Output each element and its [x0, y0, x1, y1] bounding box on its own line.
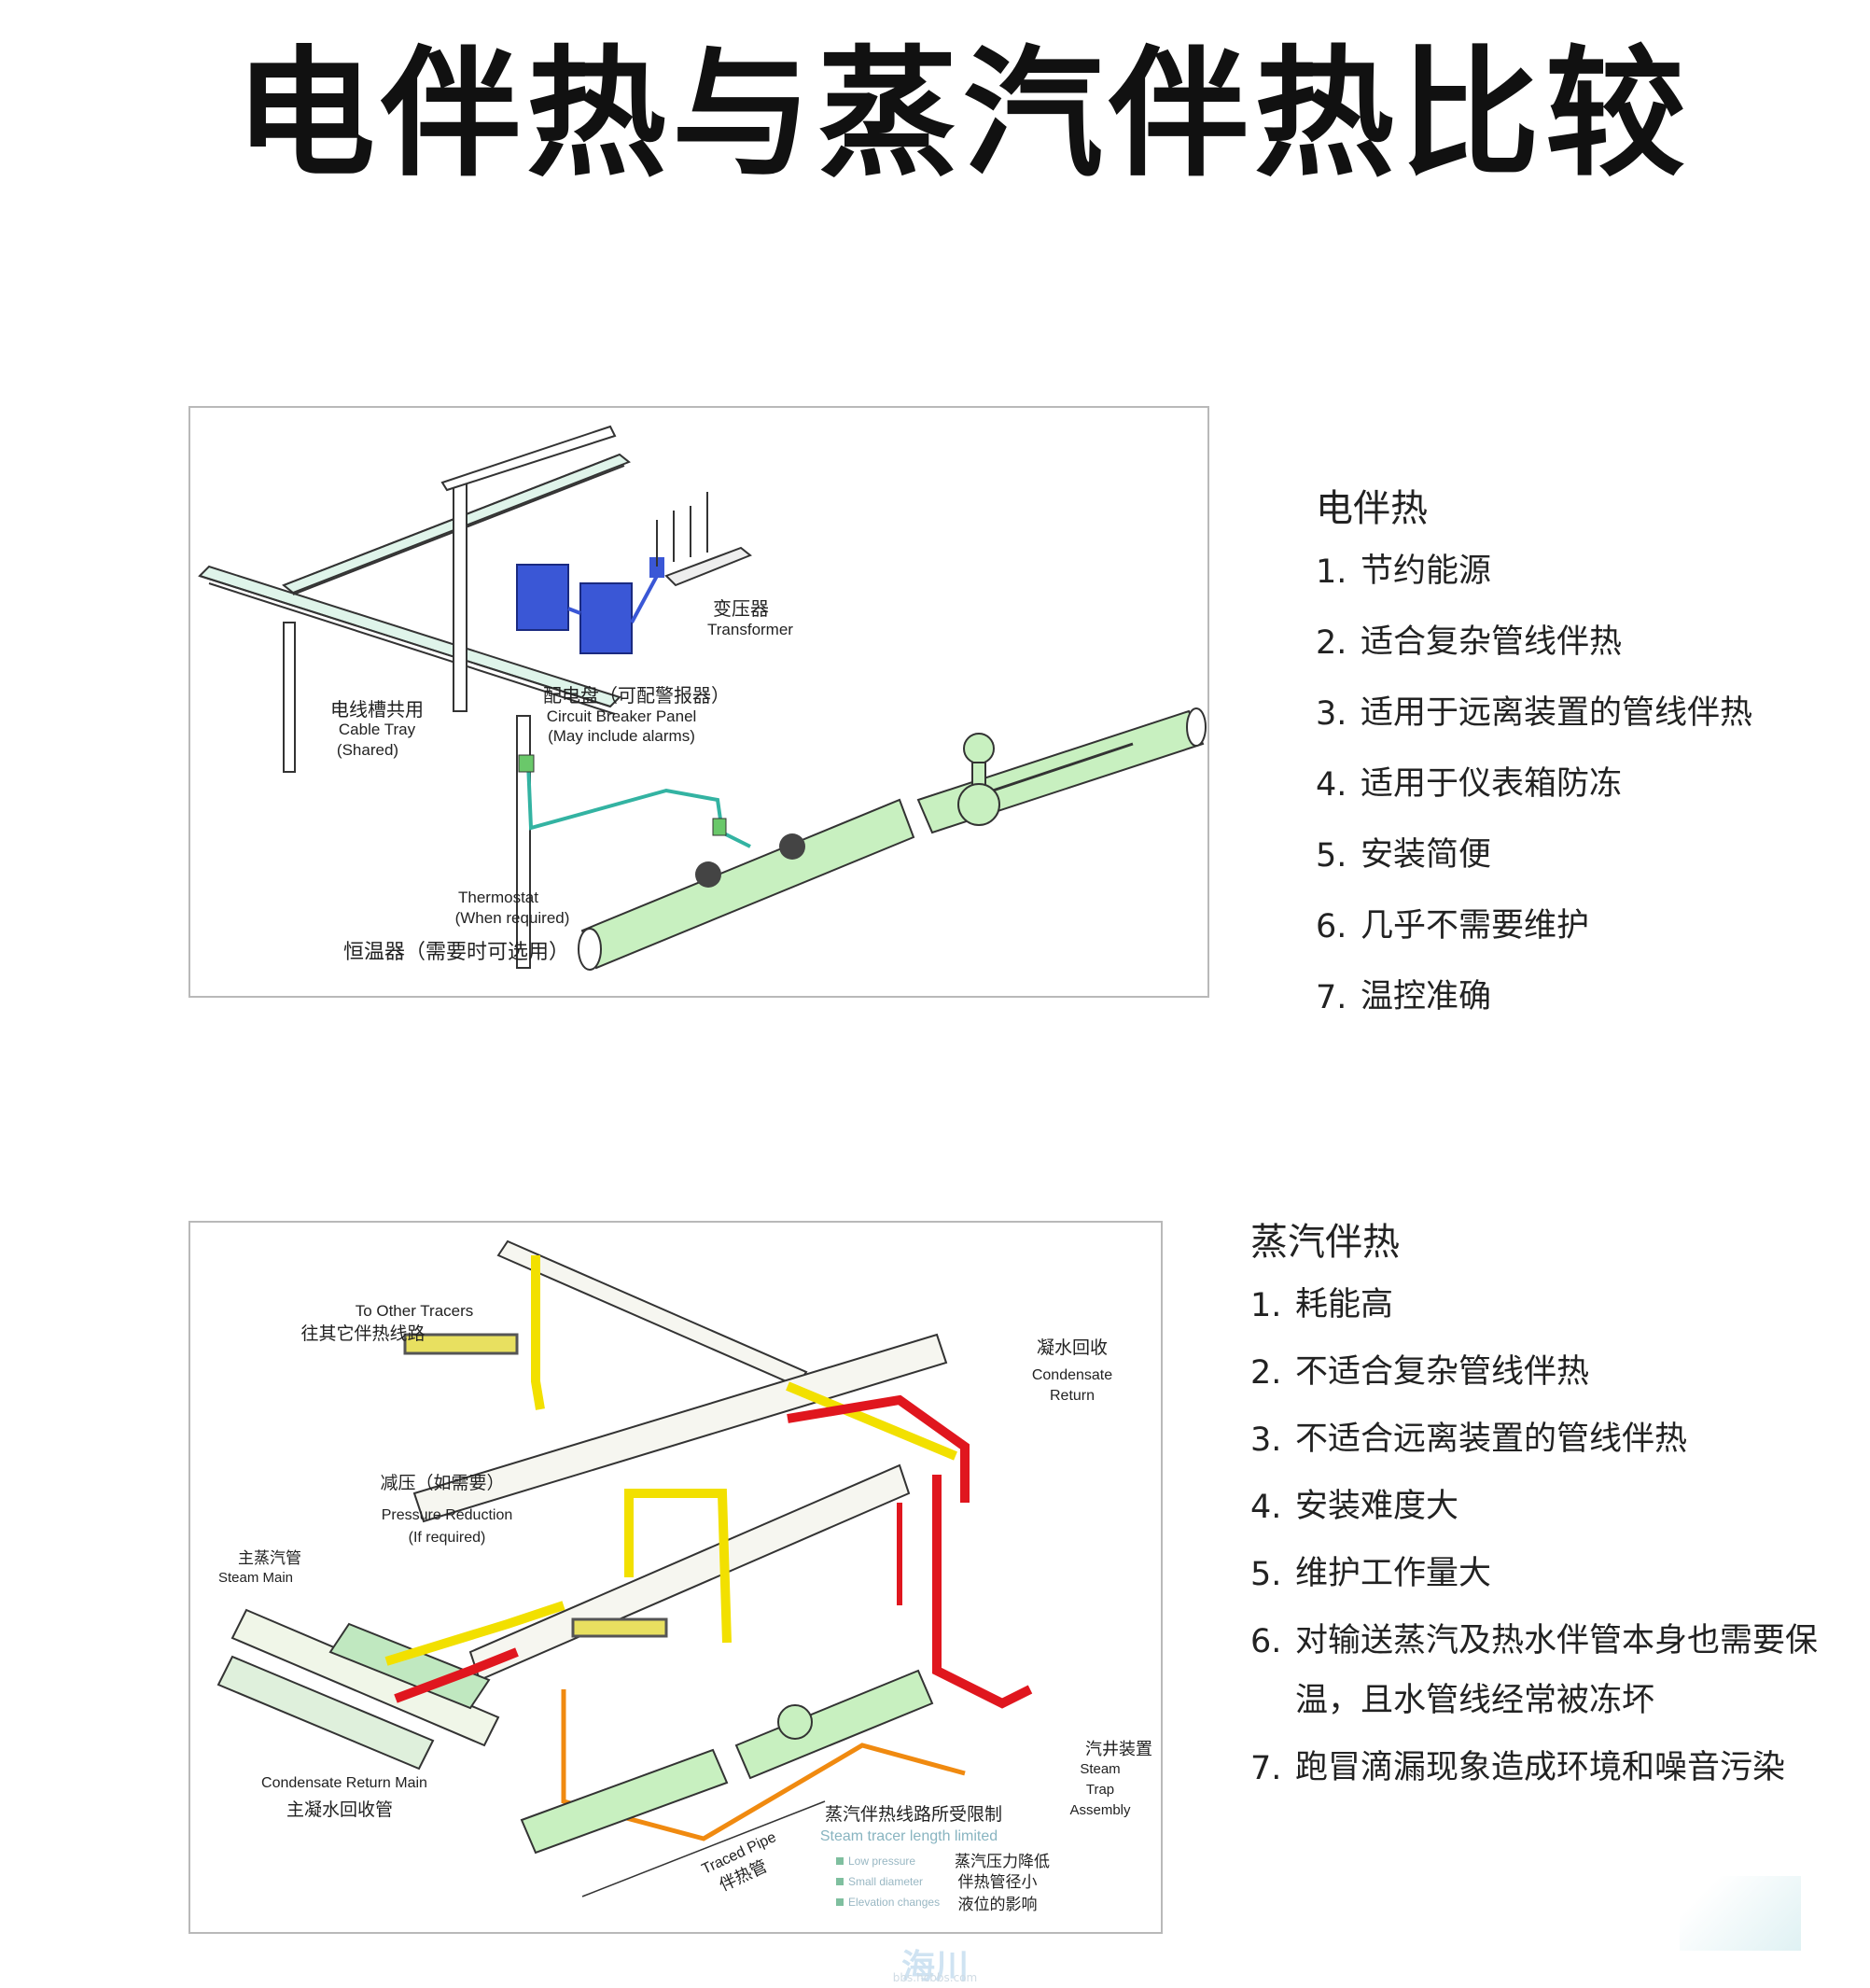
steam-supply-line: [384, 1255, 957, 1666]
reduction-label-cn: 减压（如需要）: [380, 1473, 504, 1493]
transformer-label-cn: 变压器: [713, 597, 769, 620]
return-main-label-cn: 主凝水回收管: [286, 1799, 393, 1820]
steam-tracing-diagram: To Other Tracers 往其它伴热线路 凝水回收 Condensate…: [188, 1221, 1163, 1934]
steam-main-label-en: Steam Main: [218, 1570, 293, 1586]
electric-list: 1.节约能源 2.适合复杂管线伴热 3.适用于远离装置的管线伴热 4.适用于仪表…: [1316, 553, 1857, 1027]
legend-elevation: Elevation changes: [848, 1896, 940, 1909]
traced-pipe: [520, 1669, 934, 1855]
condensate-return-line: [394, 1394, 1033, 1709]
list-item: 4.适用于仪表箱防冻: [1316, 765, 1623, 804]
reduction-label-en-2: (If required): [409, 1530, 486, 1546]
page-title: 电伴热与蒸汽伴热比较: [234, 34, 1691, 196]
tracer-manifold-icon: [403, 1333, 668, 1638]
trap-label-cn: 汽井装置: [1085, 1740, 1152, 1759]
panel-label-cn: 配电盘（可配警报器）: [543, 684, 730, 707]
thermostat-label-en: Thermostat: [458, 889, 538, 906]
trap-label-en-3: Assembly: [1069, 1802, 1131, 1818]
limit-legend: Low pressure Small diameter Elevation ch…: [836, 1855, 940, 1909]
list-item: 5.维护工作量大: [1250, 1555, 1492, 1593]
corner-decoration: [1680, 1876, 1801, 1951]
thermostat-label-en-2: (When required): [455, 909, 570, 927]
tracers-label-cn: 往其它伴热线路: [300, 1323, 425, 1344]
effect-label-3: 液位的影响: [958, 1896, 1038, 1914]
panel-label-en: Circuit Breaker Panel: [547, 707, 697, 725]
tracers-label-en: To Other Tracers: [356, 1302, 474, 1320]
list-item: 1.耗能高: [1250, 1286, 1394, 1324]
list-item: 7.温控准确: [1316, 978, 1492, 1016]
steam-main-label-cn: 主蒸汽管: [238, 1549, 301, 1568]
traced-process-pipe: [578, 707, 1207, 971]
panel-label-en-2: (May include alarms): [548, 727, 695, 745]
condensate-label-en-2: Return: [1050, 1388, 1095, 1404]
thermostat-label-cn: 恒温器（需要时可选用）: [343, 941, 569, 964]
legend-small-diameter: Small diameter: [848, 1875, 923, 1888]
effect-label-1: 蒸汽压力降低: [955, 1853, 1050, 1871]
cable-tray: [198, 425, 631, 969]
list-item: 6.几乎不需要维护: [1316, 907, 1590, 945]
list-item: 7.跑冒滴漏现象造成环境和噪音污染: [1250, 1749, 1786, 1787]
watermark-logo: 海川: [900, 1948, 969, 1986]
transformer-label-en: Transformer: [707, 621, 793, 638]
cable-tray-label-cn: 电线槽共用: [330, 698, 424, 721]
circuit-breaker-panel-icon: [516, 557, 664, 654]
valve-icon: [957, 733, 1000, 826]
list-item: 6.对输送蒸汽及热水伴管本身也需要保温，且水管线经常被冻坏: [1250, 1622, 1819, 1719]
steam-diagram-svg: To Other Tracers 往其它伴热线路 凝水回收 Condensate…: [216, 1239, 1152, 1914]
insulated-pipes: [412, 1239, 948, 1682]
electric-tracing-diagram: 变压器 Transformer 配电盘（可配警报器） Circuit Break…: [188, 406, 1209, 998]
steam-main-pipe: [216, 1608, 500, 1771]
thermostat-icon: [695, 833, 805, 888]
steam-list: 1.耗能高 2.不适合复杂管线伴热 3.不适合远离装置的管线伴热 4.安装难度大…: [1250, 1286, 1848, 1798]
electric-diagram-svg: 变压器 Transformer 配电盘（可配警报器） Circuit Break…: [198, 425, 1207, 971]
steam-heading: 蒸汽伴热: [1250, 1221, 1400, 1264]
transformer-icon: [656, 492, 752, 587]
effect-label-2: 伴热管径小: [958, 1873, 1038, 1892]
condensate-label-en: Condensate: [1032, 1367, 1112, 1383]
list-item: 1.节约能源: [1316, 553, 1492, 591]
limit-label-cn: 蒸汽伴热线路所受限制: [825, 1804, 1002, 1825]
list-item: 5.安装简便: [1316, 836, 1492, 875]
length-arrow: [581, 1800, 826, 1897]
cable-tray-label-en: Cable Tray: [339, 721, 416, 738]
legend-low-pressure: Low pressure: [848, 1855, 915, 1868]
trap-label-en: Steam: [1080, 1761, 1120, 1777]
limit-label-en: Steam tracer length limited: [820, 1828, 998, 1844]
reduction-label-en: Pressure Reduction: [382, 1507, 513, 1523]
list-item: 4.安装难度大: [1250, 1488, 1459, 1526]
steam-disadvantages-panel: 蒸汽伴热 1.耗能高 2.不适合复杂管线伴热 3.不适合远离装置的管线伴热 4.…: [1250, 1211, 1848, 1816]
steam-tracer-line: [561, 1689, 966, 1841]
list-item: 2.不适合复杂管线伴热: [1250, 1353, 1590, 1392]
list-item: 3.不适合远离装置的管线伴热: [1250, 1421, 1688, 1459]
return-main-label-en: Condensate Return Main: [261, 1775, 427, 1791]
cable-tray-label-en-2: (Shared): [337, 741, 398, 759]
electric-advantages-panel: 电伴热 1.节约能源 2.适合复杂管线伴热 3.适用于远离装置的管线伴热 4.适…: [1316, 478, 1857, 1049]
heating-cable: [526, 762, 751, 848]
condensate-label-cn: 凝水回收: [1037, 1337, 1108, 1358]
list-item: 2.适合复杂管线伴热: [1316, 623, 1623, 662]
watermark-url: bbs.hcbbs.com: [892, 1971, 978, 1984]
list-item: 3.适用于远离装置的管线伴热: [1316, 694, 1753, 733]
trap-label-en-2: Trap: [1086, 1782, 1114, 1798]
electric-heading: 电伴热: [1316, 487, 1428, 530]
